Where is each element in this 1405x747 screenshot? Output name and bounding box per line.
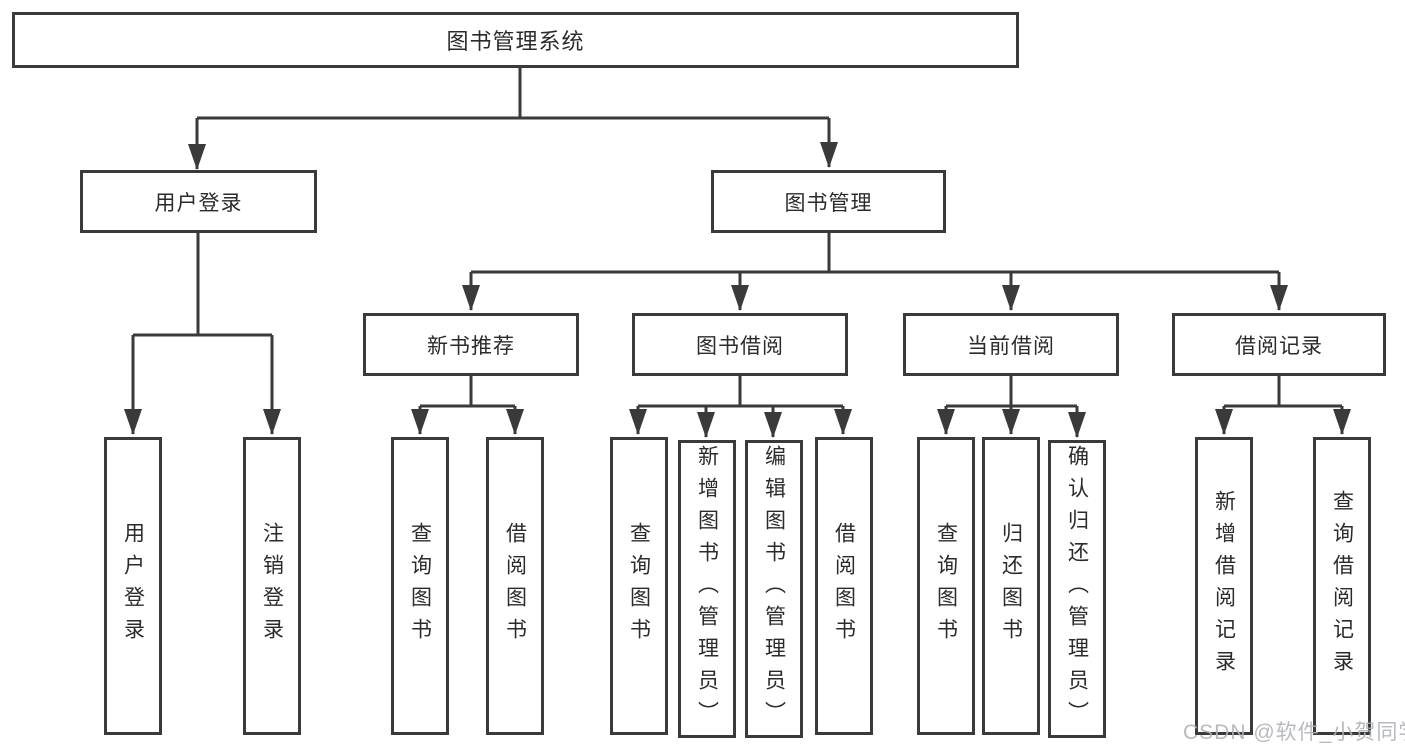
- node-label: 图书借阅: [696, 334, 784, 358]
- node-borrow-record: 借阅记录: [1172, 313, 1386, 376]
- leaf-label: 注销登录: [260, 522, 284, 650]
- leaf-query-book-1: 查询图书: [391, 437, 449, 735]
- node-label: 当前借阅: [967, 334, 1055, 358]
- leaf-return-book: 归还图书: [982, 437, 1040, 735]
- leaf-add-borrow-record: 新增借阅记录: [1195, 437, 1253, 735]
- leaf-label: 编辑图书（管理员）: [762, 445, 786, 733]
- leaf-label: 归还图书: [999, 522, 1023, 650]
- leaf-edit-book-admin: 编辑图书（管理员）: [745, 440, 803, 738]
- leaf-label: 借阅图书: [832, 522, 856, 650]
- leaf-label: 新增借阅记录: [1212, 490, 1236, 682]
- leaf-add-book-admin: 新增图书（管理员）: [678, 440, 736, 738]
- leaf-label: 查询图书: [934, 522, 958, 650]
- leaf-label: 查询图书: [408, 522, 432, 650]
- node-label: 借阅记录: [1235, 334, 1323, 358]
- leaf-label: 查询借阅记录: [1330, 490, 1354, 682]
- leaf-query-book-3: 查询图书: [917, 437, 975, 735]
- node-book-borrow: 图书借阅: [632, 313, 848, 376]
- leaf-borrow-book-2: 借阅图书: [815, 437, 873, 735]
- node-label: 用户登录: [154, 191, 243, 215]
- csdn-watermark: CSDN @软件_小贺同学: [1183, 721, 1405, 744]
- node-label: 图书管理系统: [446, 29, 585, 54]
- leaf-user-login: 用户登录: [104, 437, 162, 735]
- leaf-label: 查询图书: [627, 522, 651, 650]
- leaf-logout: 注销登录: [243, 437, 301, 735]
- node-current-borrow: 当前借阅: [903, 313, 1119, 376]
- leaf-borrow-book-1: 借阅图书: [486, 437, 544, 735]
- leaf-label: 用户登录: [121, 522, 145, 650]
- node-label: 图书管理: [784, 191, 873, 215]
- node-new-book-recommend: 新书推荐: [363, 313, 579, 376]
- node-user-login: 用户登录: [80, 170, 317, 233]
- node-system-root: 图书管理系统: [12, 12, 1019, 68]
- node-label: 新书推荐: [427, 334, 515, 358]
- leaf-confirm-return-admin: 确认归还（管理员）: [1048, 440, 1106, 738]
- leaf-label: 借阅图书: [503, 522, 527, 650]
- leaf-label: 确认归还（管理员）: [1065, 445, 1089, 733]
- leaf-query-book-2: 查询图书: [610, 437, 668, 735]
- node-book-management: 图书管理: [711, 170, 946, 233]
- leaf-query-borrow-record: 查询借阅记录: [1313, 437, 1371, 735]
- leaf-label: 新增图书（管理员）: [695, 445, 719, 733]
